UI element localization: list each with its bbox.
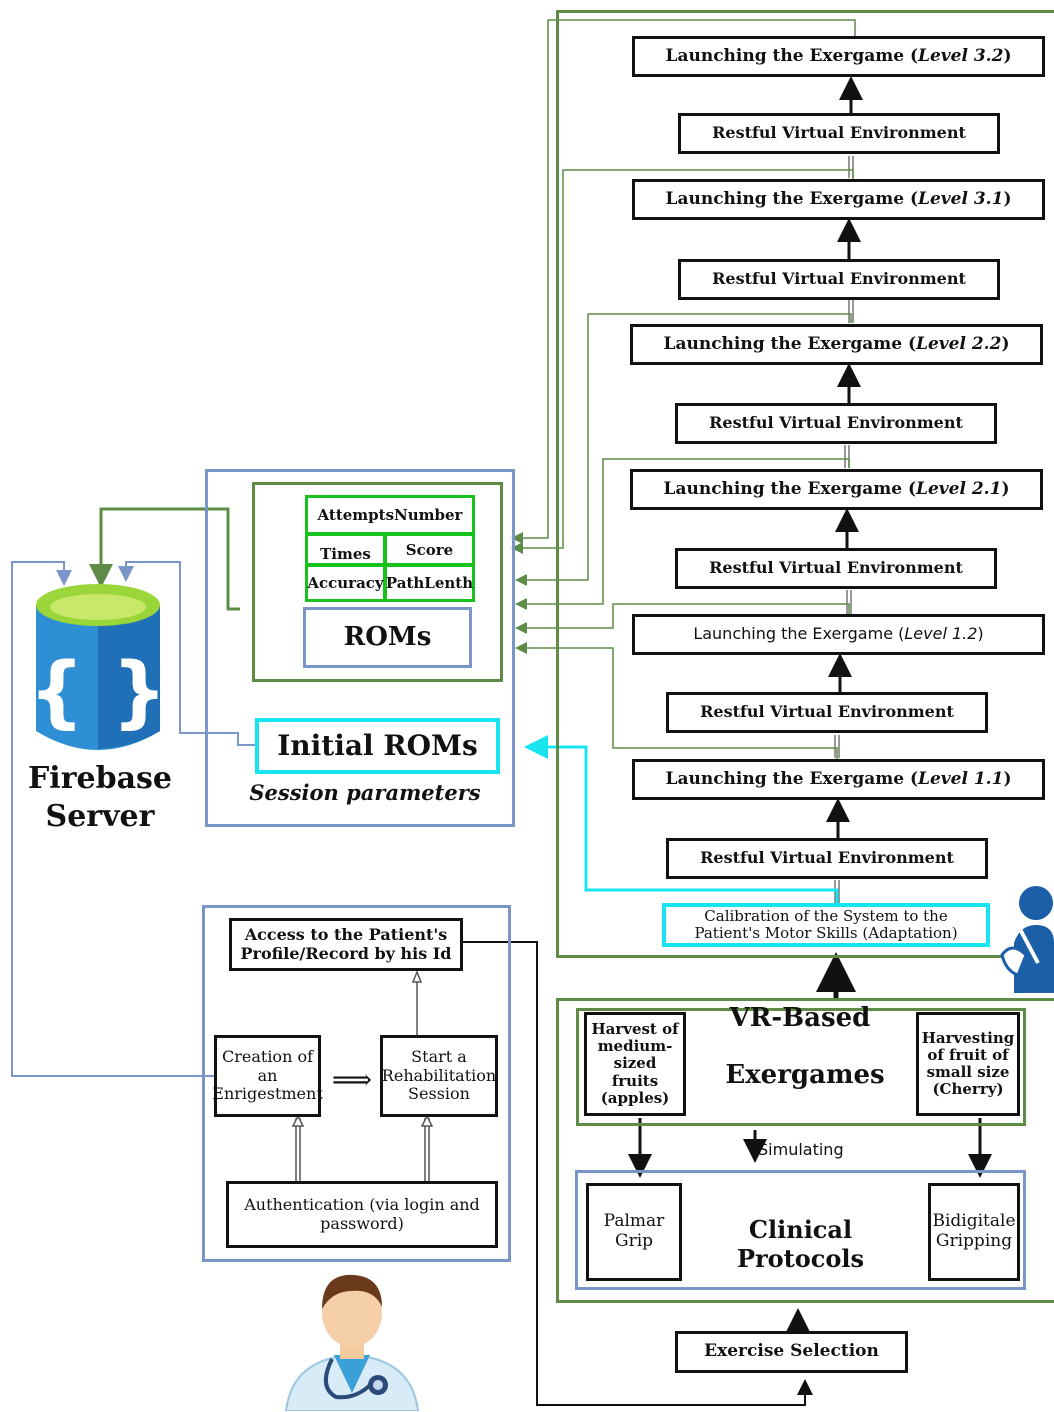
vr-based-title: VR-Based xyxy=(729,1003,871,1033)
launch-level-2-2: Launching the Exergame (Level 2.2) xyxy=(630,324,1043,365)
vr-based-frame xyxy=(556,998,1054,1303)
exergame-ladder-frame xyxy=(556,10,1054,958)
restful-environment: Restful Virtual Environment xyxy=(666,838,988,879)
launch-level-2-1: Launching the Exergame (Level 2.1) xyxy=(630,469,1043,510)
launch-level-3-2: Launching the Exergame (Level 3.2) xyxy=(632,36,1045,77)
session-parameters-frame xyxy=(205,469,515,827)
doctor-flow-frame xyxy=(202,905,511,1262)
access-patient-profile-box: Access to the Patient's Profile/Record b… xyxy=(229,918,463,971)
start-session-box: Start a Rehabilitation Session xyxy=(380,1035,498,1117)
flow-arrow: ⟹ xyxy=(331,1063,373,1096)
clinical-protocols-title: Clinical Protocols xyxy=(736,1215,865,1273)
exercise-selection-box: Exercise Selection xyxy=(675,1331,908,1373)
harvest-small-box: Harvesting of fruit of small size (Cherr… xyxy=(916,1012,1020,1116)
attempts-number-cell: AttemptsNumber xyxy=(305,495,475,535)
restful-environment: Restful Virtual Environment xyxy=(675,548,997,589)
svg-text:{ }: { } xyxy=(34,647,162,737)
launch-level-3-1: Launching the Exergame (Level 3.1) xyxy=(632,179,1045,220)
database-icon: { } xyxy=(34,584,162,750)
harvest-medium-box: Harvest of medium-sized fruits (apples) xyxy=(584,1012,686,1116)
authentication-box: Authentication (via login and password) xyxy=(226,1181,498,1248)
bidigitale-gripping-box: Bidigitale Gripping xyxy=(928,1183,1020,1281)
palmar-grip-box: Palmar Grip xyxy=(586,1183,682,1281)
launch-level-1-1: Launching the Exergame (Level 1.1) xyxy=(632,759,1045,800)
firebase-server-label: Firebase Server xyxy=(28,761,172,834)
patient-icon xyxy=(1000,886,1054,993)
doctor-icon xyxy=(284,1274,420,1411)
session-parameters-caption: Session parameters xyxy=(249,780,481,805)
restful-environment: Restful Virtual Environment xyxy=(675,403,997,444)
restful-environment: Restful Virtual Environment xyxy=(678,259,1000,300)
score-cell: Score xyxy=(384,533,475,566)
clinical-protocols-frame xyxy=(575,1170,1026,1290)
accuracy-cell: Accuracy xyxy=(305,564,386,602)
pathlength-cell: PathLenth xyxy=(384,564,475,602)
restful-environment: Restful Virtual Environment xyxy=(666,692,988,733)
restful-environment: Restful Virtual Environment xyxy=(678,113,1000,154)
creation-enrigestment-box: Creation of an Enrigestment xyxy=(212,1035,323,1117)
roms-frame xyxy=(252,482,503,682)
calibration-box: Calibration of the System to the Patient… xyxy=(662,903,990,947)
roms-box: ROMs xyxy=(303,607,472,668)
times-cell: Times xyxy=(305,533,386,566)
exergames-title: Exergames xyxy=(725,1060,885,1090)
vr-exergames-inner-frame xyxy=(576,1008,1026,1126)
simulating-label: Simulating xyxy=(758,1140,844,1159)
initial-roms-box: Initial ROMs xyxy=(255,718,500,774)
launch-level-1-2: Launching the Exergame (Level 1.2) xyxy=(632,614,1045,655)
